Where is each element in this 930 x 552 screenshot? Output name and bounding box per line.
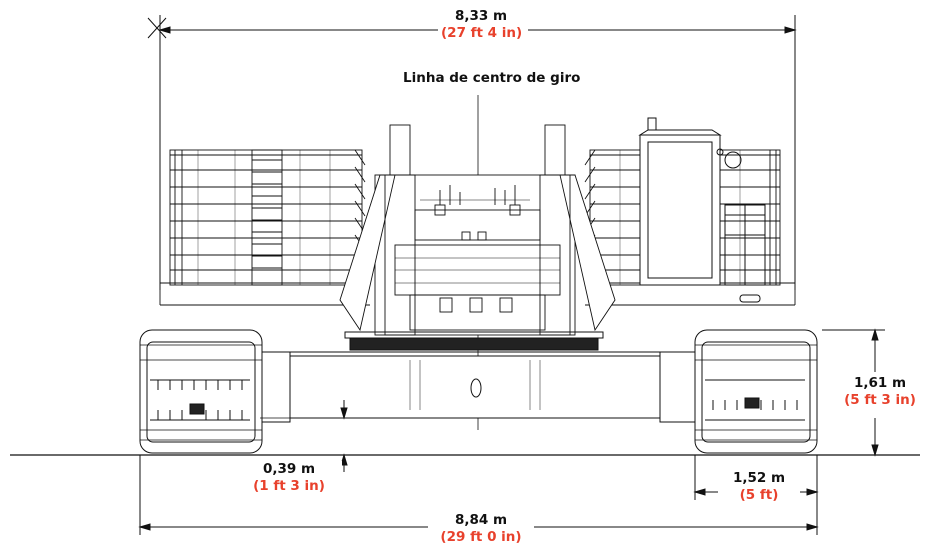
track-height-imperial: (5 ft 3 in): [844, 392, 916, 408]
overall-width-dimension-lines: [138, 455, 819, 535]
overall-width-label: 8,84 m (29 ft 0 in): [428, 512, 534, 546]
carbody: [261, 351, 696, 423]
track-width-metric: 1,52 m: [732, 470, 786, 486]
top-width-imperial: (27 ft 4 in): [441, 25, 523, 41]
track-height-label: 1,61 m (5 ft 3 in): [832, 375, 928, 409]
swing-ring-gear: [262, 331, 695, 353]
top-width-dimension-lines: [147, 15, 797, 290]
top-width-label: 8,33 m (27 ft 4 in): [438, 8, 524, 42]
right-crawler-track: [694, 329, 818, 454]
ground-clearance-label: 0,39 m (1 ft 3 in): [236, 461, 342, 495]
top-width-metric: 8,33 m: [454, 8, 508, 24]
track-height-metric: 1,61 m: [853, 375, 907, 391]
centerline-label: Linha de centro de giro: [400, 70, 580, 87]
left-crawler-track: [139, 329, 263, 454]
overall-width-metric: 8,84 m: [454, 512, 508, 528]
track-width-label: 1,52 m (5 ft): [718, 470, 800, 504]
ground-clearance-imperial: (1 ft 3 in): [253, 478, 325, 494]
overall-width-imperial: (29 ft 0 in): [440, 529, 522, 545]
track-width-imperial: (5 ft): [739, 487, 779, 503]
ground-clearance-dimension-lines: [260, 400, 356, 472]
center-superstructure: [339, 124, 616, 336]
ground-clearance-metric: 0,39 m: [262, 461, 316, 477]
track-height-dimension-lines: [822, 328, 885, 457]
left-side-rack: [159, 149, 370, 306]
operator-cab: [638, 117, 766, 303]
